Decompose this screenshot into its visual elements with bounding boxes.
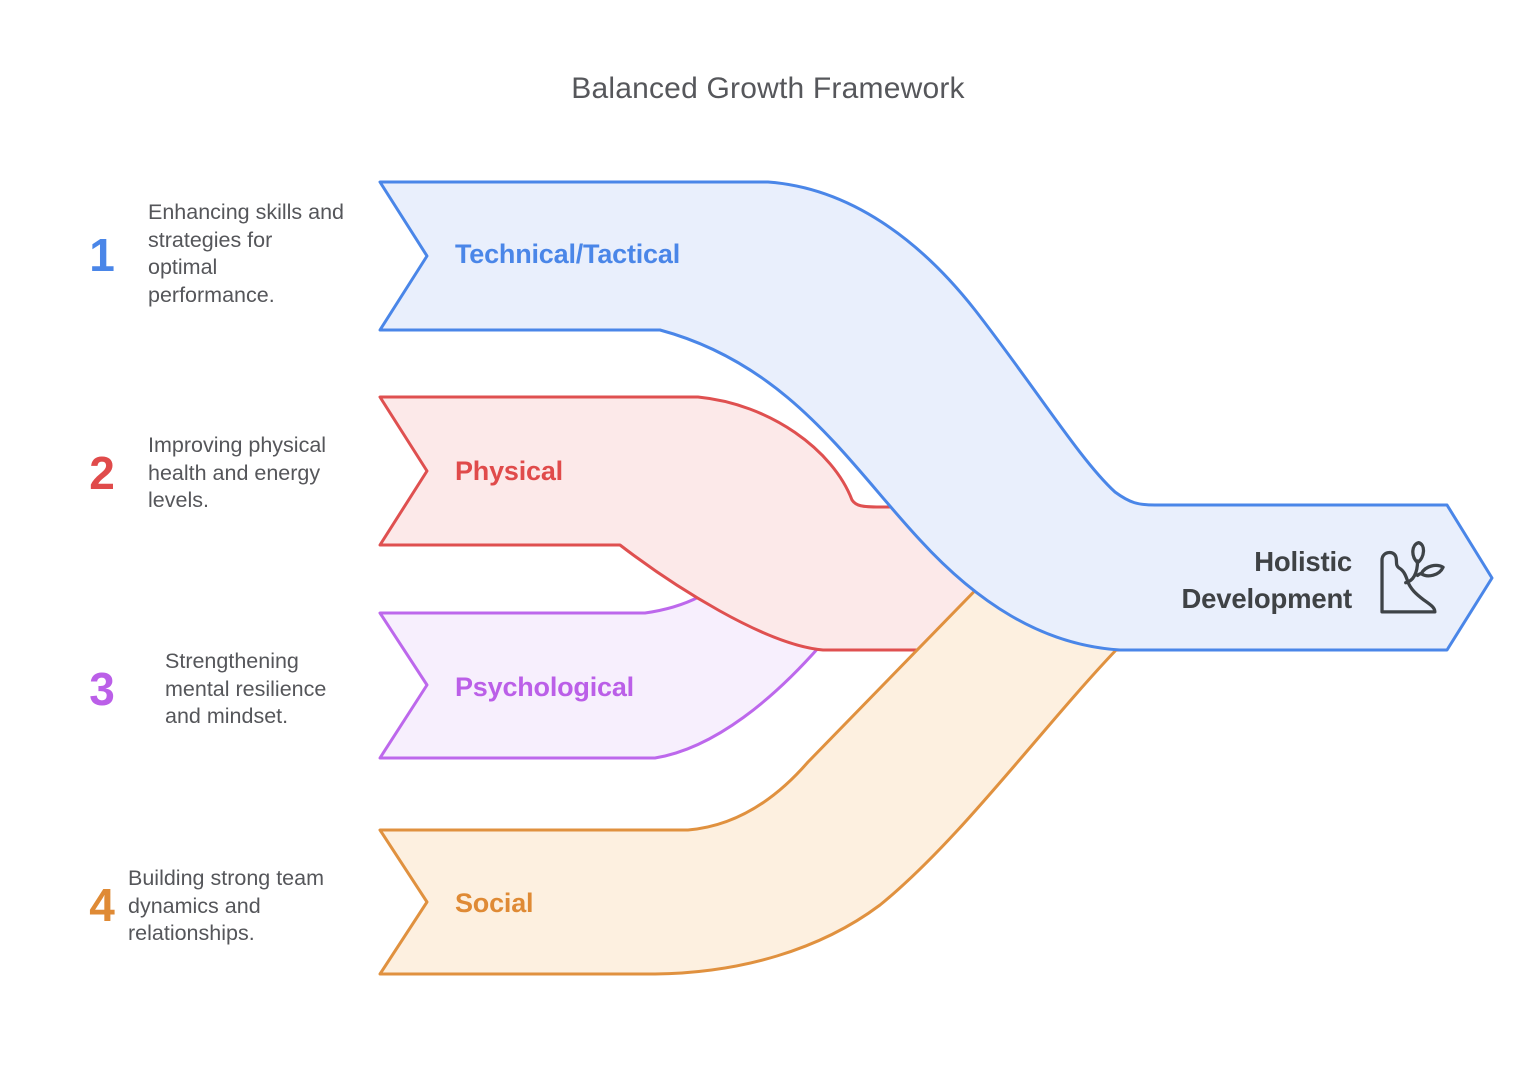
band-label-technical: Technical/Tactical bbox=[455, 239, 680, 269]
step-description-4: Building strong team dynamics and relati… bbox=[128, 865, 324, 948]
description-line: strategies for bbox=[148, 227, 273, 252]
description-line: levels. bbox=[148, 488, 209, 512]
result-label: Holistic Development bbox=[1052, 543, 1353, 617]
social-flow-shape bbox=[378, 525, 1119, 976]
band-label-social: Social bbox=[455, 888, 534, 918]
description-line: Enhancing skills and bbox=[148, 200, 345, 224]
step-description-1: Enhancing skills and strategies for opti… bbox=[148, 199, 344, 309]
description-line: dynamics and bbox=[128, 893, 261, 918]
band-label-physical: Physical bbox=[455, 456, 563, 486]
step-number-3: 3 bbox=[89, 663, 115, 715]
step-number-1: 1 bbox=[89, 229, 115, 281]
description-line: relationships. bbox=[128, 921, 255, 945]
page-title: Balanced Growth Framework bbox=[571, 72, 965, 105]
description-line: mental resilience bbox=[165, 676, 327, 701]
description-line: performance. bbox=[148, 282, 275, 307]
description-line: health and energy bbox=[148, 460, 321, 485]
band-label-psychological: Psychological bbox=[455, 672, 634, 702]
description-line: Building strong team bbox=[128, 866, 324, 890]
description-line: Strengthening bbox=[165, 649, 299, 673]
plant-growth-icon bbox=[1380, 541, 1445, 614]
step-number-4: 4 bbox=[89, 879, 115, 931]
step-number-2: 2 bbox=[89, 447, 115, 499]
physical-flow-shape bbox=[378, 395, 1137, 652]
result-label-line: Holistic bbox=[1254, 546, 1352, 577]
step-description-3: Strengthening mental resilience and mind… bbox=[165, 648, 326, 731]
step-description-2: Improving physical health and energy lev… bbox=[148, 432, 326, 515]
description-line: and mindset. bbox=[165, 704, 289, 728]
description-line: optimal bbox=[148, 255, 218, 279]
technical-flow-shape bbox=[378, 180, 1494, 652]
description-line: Improving physical bbox=[148, 433, 327, 457]
result-label-line: Development bbox=[1181, 583, 1353, 614]
